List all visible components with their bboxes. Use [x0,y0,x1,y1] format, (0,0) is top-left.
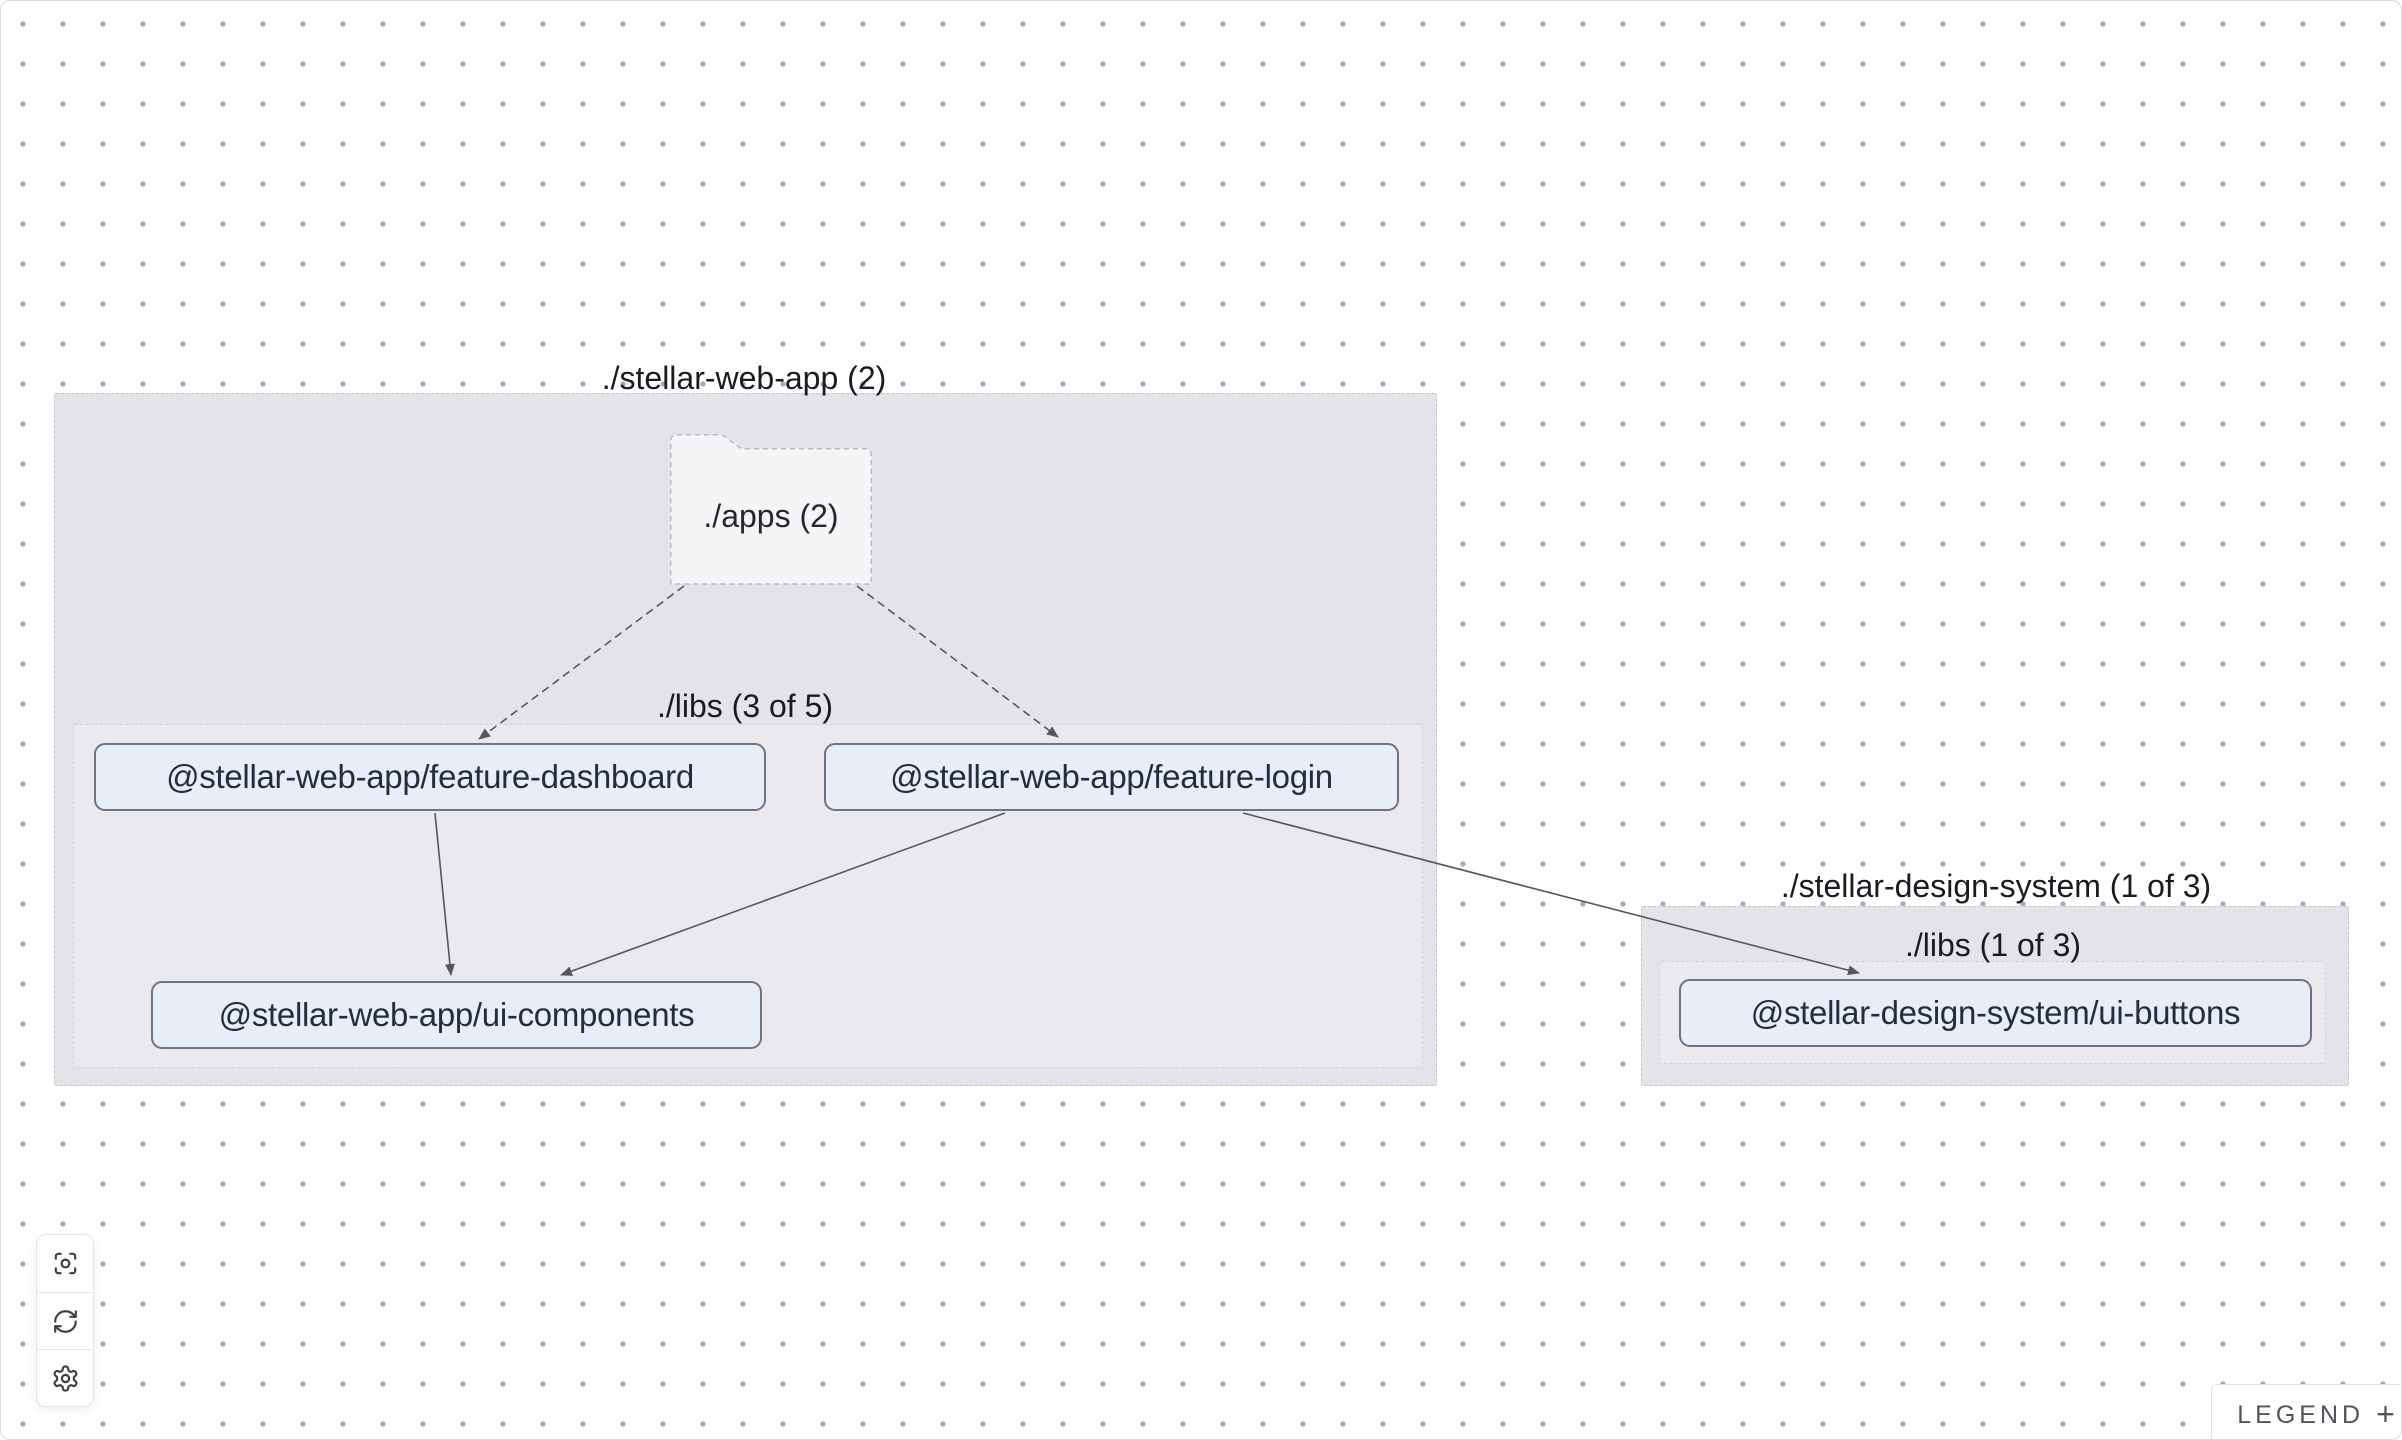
node-label: @stellar-design-system/ui-buttons [1750,994,2241,1031]
focus-icon [54,1252,76,1275]
legend-label: LEGEND [2237,1401,2365,1429]
gear-icon [53,1364,77,1392]
node-feature-dashboard[interactable]: @stellar-web-app/feature-dashboard [94,743,766,811]
refresh-icon [53,1309,77,1333]
folder-node-apps[interactable]: ./apps (2) [670,434,872,585]
node-ui-buttons[interactable]: @stellar-design-system/ui-buttons [1679,979,2312,1047]
edge-feature-login-to-ui-components [560,812,1006,976]
group-label-stellar-web-app-libs: ./libs (3 of 5) [656,688,834,724]
folder-icon [670,434,872,585]
node-label: @stellar-web-app/ui-components [218,996,695,1033]
group-label-stellar-web-app: ./stellar-web-app (2) [601,360,887,396]
node-label: @stellar-web-app/feature-dashboard [166,758,694,795]
node-label: @stellar-web-app/feature-login [890,758,1333,795]
folder-node-label: ./apps (2) [703,498,839,534]
graph-toolbar [36,1234,94,1407]
edge-feature-login-to-ui-buttons [1242,812,1860,976]
center-graph-button[interactable] [37,1235,93,1292]
node-ui-components[interactable]: @stellar-web-app/ui-components [151,981,762,1049]
node-feature-login[interactable]: @stellar-web-app/feature-login [824,743,1399,811]
edge-apps-to-feature-login [856,585,1059,738]
refresh-graph-button[interactable] [37,1292,93,1349]
group-label-stellar-design-system: ./stellar-design-system (1 of 3) [1780,868,2212,904]
edge-feature-dashboard-to-ui-components [434,812,455,976]
legend-toggle-button[interactable]: LEGEND + [2211,1384,2401,1439]
edge-apps-to-feature-dashboard [478,585,685,740]
plus-icon: + [2376,1396,2395,1432]
settings-button[interactable] [37,1349,93,1406]
group-label-stellar-design-system-libs: ./libs (1 of 3) [1904,927,2082,963]
